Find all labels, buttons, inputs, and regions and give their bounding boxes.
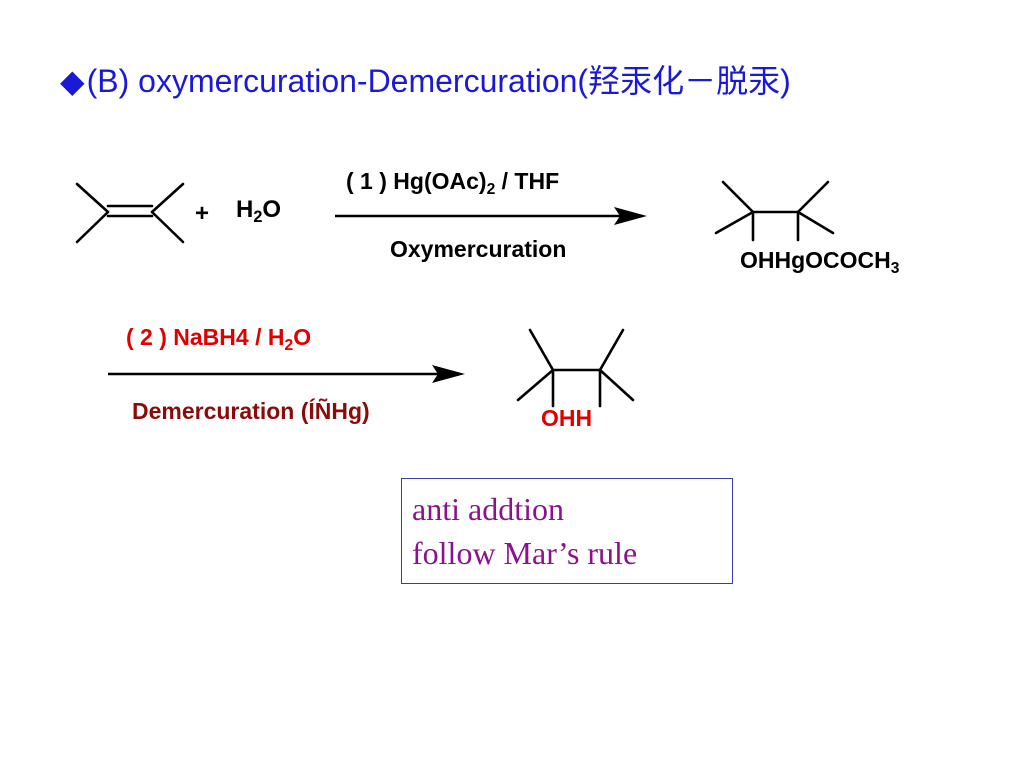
oxymercuration-label: Oxymercuration [390, 236, 567, 262]
intermediate-structure [714, 180, 835, 242]
reagent-2-suffix: O [293, 324, 312, 350]
intermediate-label-main: OHHgOCOCH [740, 247, 891, 273]
alcohol-product-label: OHH [541, 405, 593, 431]
demercuration-label: Demercuration (ÍÑHg) [132, 398, 370, 424]
water-sub: 2 [253, 207, 263, 226]
alcohol-product-structure [516, 328, 635, 408]
title-text: (B) oxymercuration-Demercuration(羟汞化－脱汞) [86, 63, 791, 99]
reaction-arrow-2 [108, 365, 465, 383]
reagent-2: ( 2 ) NaBH4 / H2O [126, 324, 312, 354]
reagent-1: ( 1 ) Hg(OAc)2 / THF [346, 168, 560, 198]
note-line-2: follow Mar’s rule [412, 535, 638, 571]
note-box: anti addtion follow Mar’s rule [401, 478, 733, 584]
water-h: H [236, 196, 254, 223]
reagent-2-sub: 2 [284, 336, 294, 354]
note-line-1: anti addtion [412, 491, 564, 527]
water-o: O [262, 196, 282, 223]
intermediate-label-sub: 3 [890, 259, 900, 277]
water-formula: H2O [236, 196, 282, 226]
reagent-1-prefix: ( 1 ) Hg(OAc) [346, 168, 487, 194]
alkene-structure [75, 182, 185, 244]
plus-sign: + [195, 200, 210, 227]
diamond-bullet-icon: ◆ [60, 63, 85, 99]
reagent-2-prefix: ( 2 ) NaBH4 / H [126, 324, 285, 350]
reagent-1-sub: 2 [486, 180, 496, 198]
intermediate-label: OHHgOCOCH3 [740, 247, 900, 277]
reagent-1-suffix: / THF [495, 168, 560, 194]
reaction-arrow-1 [335, 207, 647, 225]
slide-title: ◆(B) oxymercuration-Demercuration(羟汞化－脱汞… [60, 56, 791, 102]
